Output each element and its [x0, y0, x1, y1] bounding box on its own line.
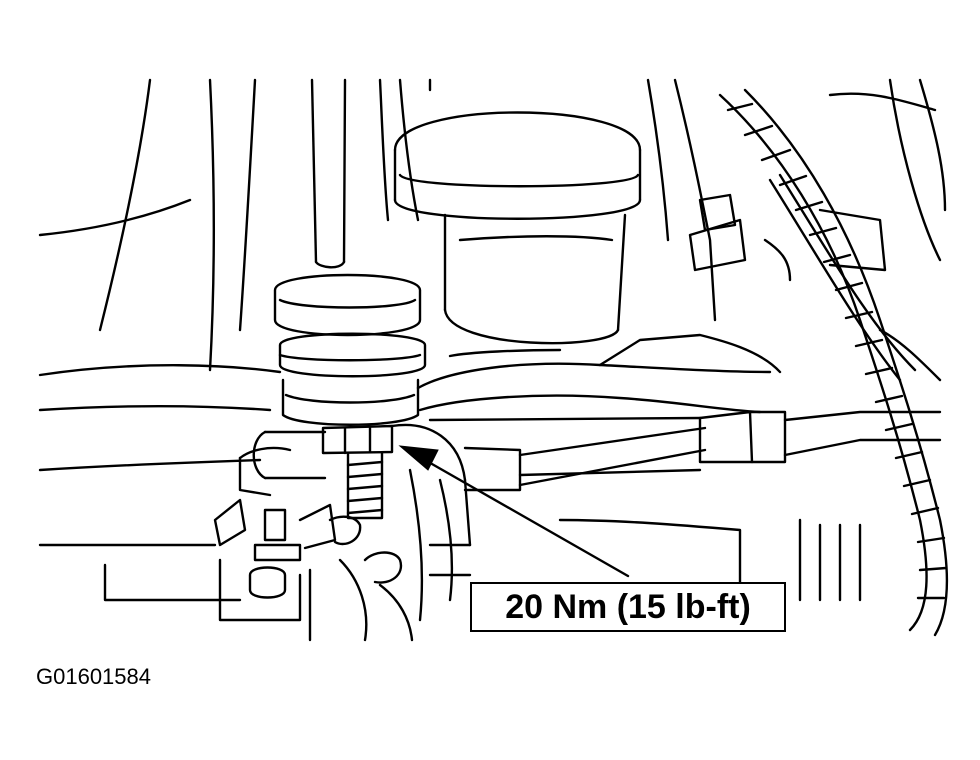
brake-lines: [238, 410, 942, 622]
lower-arm: [416, 333, 782, 414]
background-structure: [38, 78, 947, 602]
lower-bracket: [213, 498, 414, 642]
callout-arrowhead: [398, 445, 439, 471]
upper-mount: [393, 78, 642, 345]
torque-callout-label: 20 Nm (15 lb-ft): [470, 582, 786, 632]
stabilizer-bar: [310, 78, 420, 269]
link-bushing-stack: [273, 273, 427, 426]
figure-id: G01601584: [36, 664, 151, 689]
wiring-harness: [718, 88, 949, 637]
hose-fittings: [558, 78, 942, 602]
callout-leader: [423, 458, 630, 578]
nut-and-bolt: [321, 424, 394, 520]
